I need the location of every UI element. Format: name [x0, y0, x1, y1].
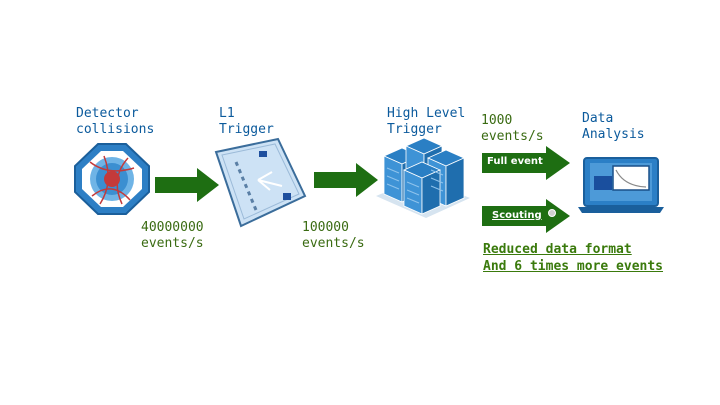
scouting-caption: Scouting: [492, 210, 542, 221]
data-analysis-label: Data Analysis: [582, 111, 645, 142]
scouting-arrow: [482, 199, 570, 233]
laptop-chart-icon: [578, 157, 664, 213]
l1-trigger-label: L1 Trigger: [219, 106, 274, 137]
flow-arrow-2: [314, 163, 378, 197]
hlt-rate: 1000 events/s: [481, 113, 544, 144]
l1-rate: 100000 events/s: [302, 220, 365, 251]
full-event-caption: Full event: [487, 156, 543, 167]
flow-arrow-1: [155, 168, 219, 202]
hlt-label: High Level Trigger: [387, 106, 466, 137]
detector-rate: 40000000 events/s: [141, 220, 204, 251]
full-event-arrow: [482, 146, 570, 180]
detector-label: Detector collisions: [76, 106, 155, 137]
chip-board-icon: [214, 137, 307, 228]
scouting-note-line2: And 6 times more events: [483, 259, 664, 274]
detector-octagon-icon: [74, 143, 150, 215]
scouting-note-line1: Reduced data format: [483, 242, 632, 257]
server-rack-icon: [376, 137, 470, 218]
scouting-dot-icon: [548, 209, 556, 217]
